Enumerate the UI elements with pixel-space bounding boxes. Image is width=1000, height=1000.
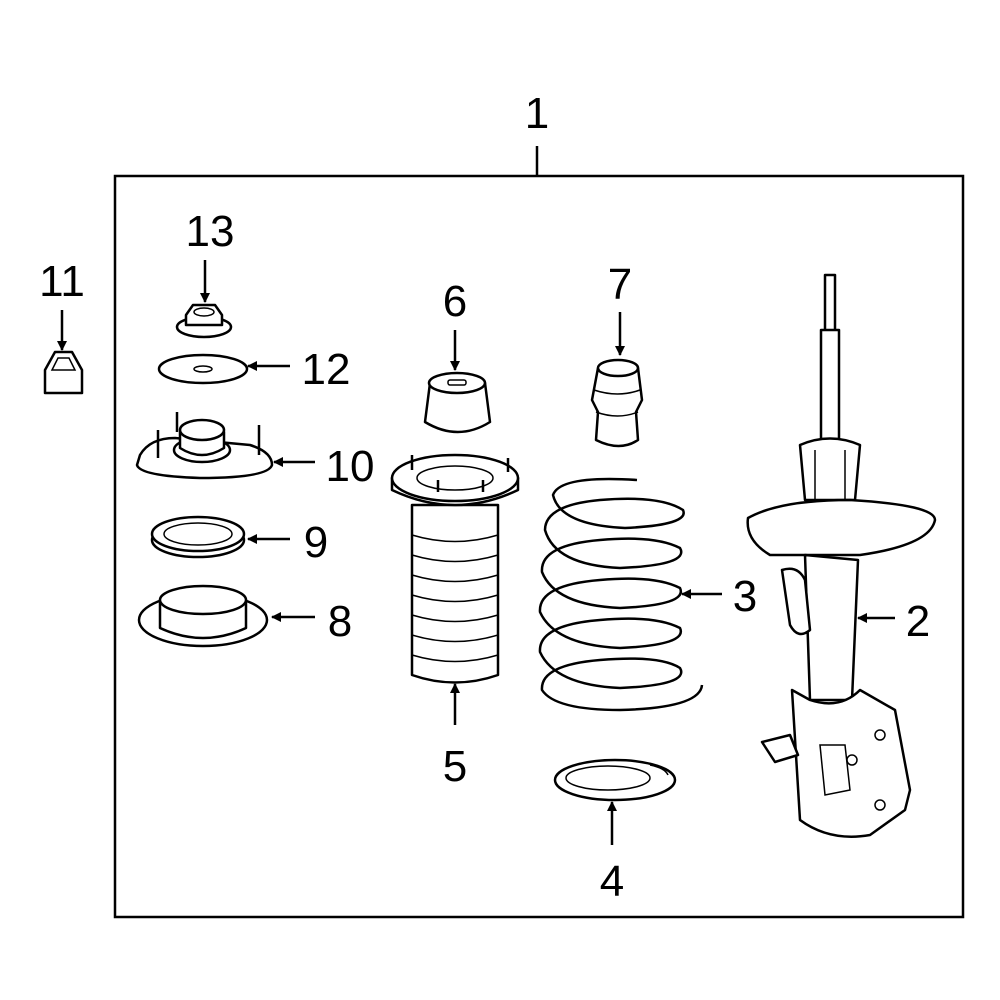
part-7-bump-stop — [590, 358, 644, 448]
callout-3: 3 — [733, 572, 757, 621]
callout-13: 13 — [186, 207, 235, 256]
callout-7: 7 — [608, 260, 632, 309]
part-13-nut — [175, 303, 233, 339]
callout-8: 8 — [328, 597, 352, 646]
callout-9: 9 — [304, 518, 328, 567]
part-10-upper-mount — [135, 412, 274, 480]
part-5-dust-boot — [390, 453, 520, 684]
part-4-spring-insulator — [553, 758, 677, 802]
callout-6: 6 — [443, 277, 467, 326]
callout-11: 11 — [39, 257, 85, 306]
part-9-bearing — [150, 515, 246, 559]
callout-2: 2 — [906, 597, 930, 646]
part-12-washer — [157, 353, 249, 385]
callout-4: 4 — [600, 857, 624, 906]
leader-arrows — [57, 260, 895, 845]
part-6-bump-stop — [423, 371, 492, 434]
part-2-strut — [746, 273, 937, 838]
assembly-frame — [113, 174, 965, 919]
callout-10: 10 — [326, 442, 375, 491]
callout-12: 12 — [302, 345, 351, 394]
part-11-clip — [43, 350, 84, 395]
callout-1: 1 — [525, 89, 549, 138]
part-3-coil-spring — [538, 477, 704, 712]
callout-5: 5 — [443, 742, 467, 791]
part-8-spring-seat — [137, 584, 269, 648]
